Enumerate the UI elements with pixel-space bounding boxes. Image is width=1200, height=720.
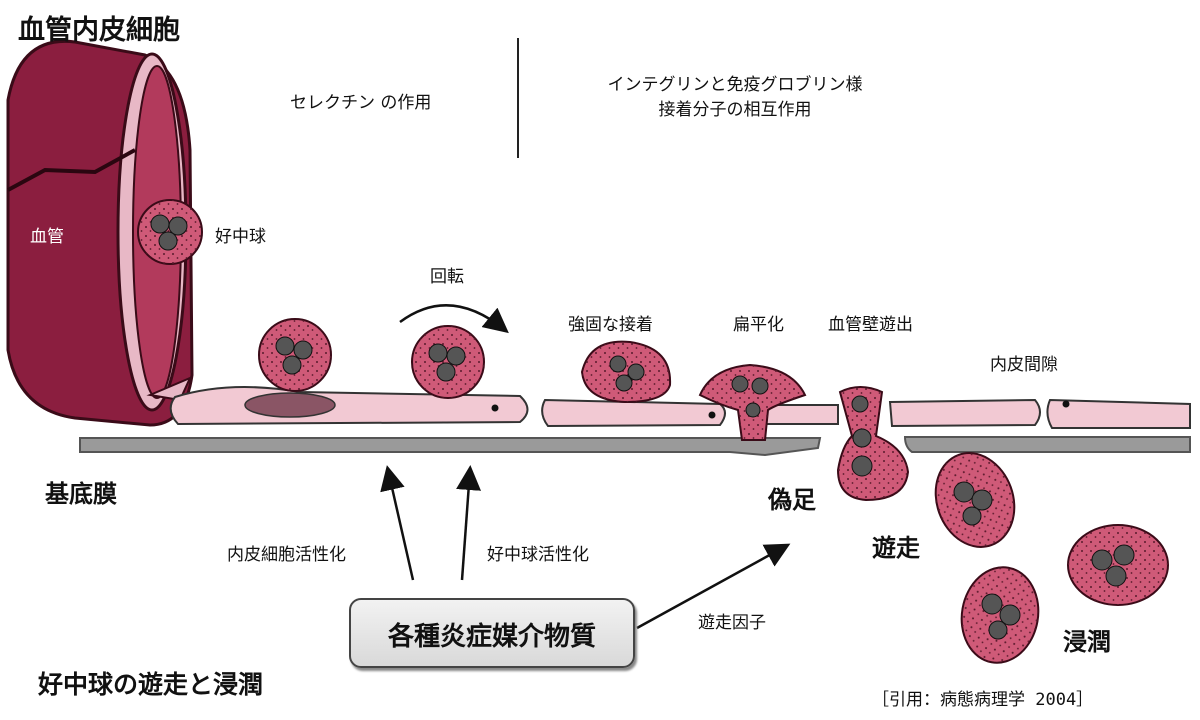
neutrophil-firm-adhesion (580, 340, 672, 404)
label-selectin: セレクチン の作用 (290, 93, 432, 113)
label-neutrophil-activation: 好中球活性化 (487, 545, 589, 565)
figure-title: 好中球の遊走と浸潤 (38, 670, 264, 699)
neutrophil-flattening (698, 363, 807, 441)
label-flattening: 扁平化 (733, 315, 784, 335)
rolling-arrow (399, 304, 509, 334)
label-extravasation: 血管壁遊出 (828, 315, 913, 335)
neutrophil-migrating-2 (1067, 524, 1169, 606)
label-infiltration: 浸潤 (1063, 628, 1111, 656)
neutrophil-rolling-1 (258, 318, 332, 392)
label-endothelial-activation: 内皮細胞活性化 (227, 545, 346, 565)
label-intercellular-gap: 内皮間隙 (990, 355, 1058, 375)
neutrophil-extravasating (836, 386, 910, 502)
label-integrin: インテグリンと免疫グロブリン様 接着分子の相互作用 (540, 70, 930, 120)
endothelial-activation-arrow (380, 465, 415, 581)
citation: ［引用：病態病理学 2004］ (872, 690, 1094, 710)
endothelial-lining (169, 386, 1191, 429)
migration-factor-arrow (636, 543, 791, 630)
neutrophil-in-lumen (137, 199, 203, 265)
neutrophil-migrating-3 (960, 566, 1040, 664)
neutrophil-migrating-1 (934, 452, 1016, 548)
label-mediators: 各種炎症媒介物質 (387, 622, 596, 652)
neutrophil-rolling-2 (411, 325, 485, 399)
mediators-box: 各種炎症媒介物質 (349, 598, 635, 668)
label-pseudopod: 偽足 (768, 486, 816, 514)
basement-membrane (79, 436, 1191, 457)
neutrophil-activation-arrow (456, 465, 482, 581)
label-blood-vessel: 血管 (30, 227, 64, 247)
label-integrin-line1: インテグリンと免疫グロブリン様 (607, 75, 863, 95)
title-endothelial-cell: 血管内皮細胞 (18, 15, 180, 46)
label-rolling: 回転 (430, 267, 464, 287)
label-migration-factor: 遊走因子 (698, 613, 766, 633)
label-firm-adhesion: 強固な接着 (568, 315, 653, 335)
blood-vessel (6, 39, 194, 427)
label-basement-membrane: 基底膜 (45, 480, 117, 508)
label-integrin-line2: 接着分子の相互作用 (658, 100, 812, 120)
label-neutrophil: 好中球 (215, 227, 266, 247)
label-migration: 遊走 (872, 534, 920, 562)
